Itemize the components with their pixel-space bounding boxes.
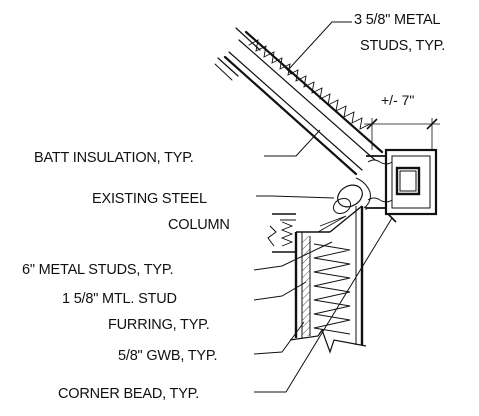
furring-label-line2: FURRING, TYP. bbox=[108, 317, 210, 333]
dimension-label: +/- 7" bbox=[381, 92, 414, 108]
metal-studs-label-line1: 3 5/8" METAL bbox=[354, 12, 440, 28]
metal-studs-label-line2: STUDS, TYP. bbox=[360, 38, 445, 54]
gwb-label: 5/8" GWB, TYP. bbox=[118, 348, 217, 364]
six-inch-studs-label: 6" METAL STUDS, TYP. bbox=[22, 262, 173, 278]
vertical-wall bbox=[289, 205, 367, 354]
leader-lines bbox=[253, 21, 397, 393]
batt-insulation-label: BATT INSULATION, TYP. bbox=[34, 150, 194, 166]
angled-wall bbox=[214, 27, 384, 176]
steel-column-label-line2: COLUMN bbox=[168, 217, 230, 233]
steel-column-detail bbox=[366, 148, 438, 216]
steel-column-label-line1: EXISTING STEEL bbox=[92, 191, 207, 207]
vertical-insulation bbox=[313, 243, 351, 335]
dimension-7in bbox=[364, 118, 440, 150]
existing-wall-stub bbox=[267, 213, 296, 253]
existing-steel-column bbox=[332, 177, 371, 215]
corner-bead-label: CORNER BEAD, TYP. bbox=[58, 386, 199, 402]
angled-insulation bbox=[248, 39, 371, 130]
furring-label-line1: 1 5/8" MTL. STUD bbox=[62, 291, 177, 307]
